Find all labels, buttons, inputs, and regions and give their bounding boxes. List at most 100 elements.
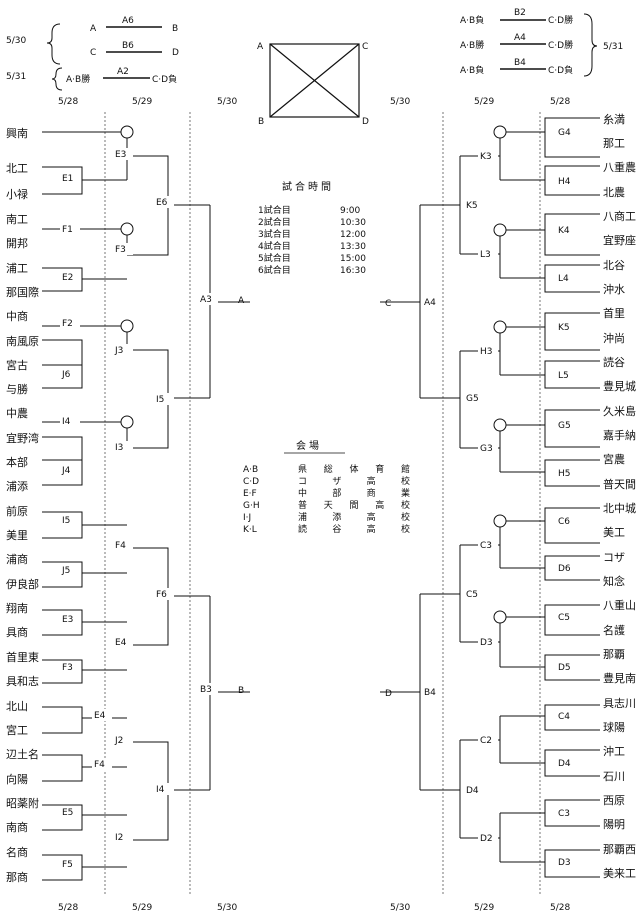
left-code-r1-4: F2 (62, 319, 73, 329)
left-code-r1-12: E4 (94, 711, 106, 721)
header-right-r3-l: A·B負 (460, 64, 484, 76)
left-team-5: 開邦 (6, 237, 28, 250)
left-code-bg-r2-4 (113, 441, 133, 453)
left-code-bg-r4-1 (198, 293, 218, 305)
header-right-date: 5/31 (603, 42, 623, 52)
left-code-bg-r1-3 (60, 271, 80, 283)
left-code-bg-r1-10 (60, 613, 80, 625)
right-code-r1-5: K5 (558, 323, 570, 333)
right-code-r1-14: D4 (558, 759, 571, 769)
left-code-r1-1: E1 (62, 174, 73, 184)
right-code-bg-r2-7 (478, 734, 498, 746)
left-team-24: 北山 (6, 700, 28, 713)
left-code-bg-r1-8 (60, 514, 80, 526)
right-code-r1-3: K4 (558, 226, 570, 236)
right-code-bg-r1-1 (556, 126, 576, 138)
right-code-bg-r4-1 (422, 296, 442, 308)
venue-row-3-name: 中部商業 (298, 487, 410, 499)
right-team-17: 北中城 (603, 502, 636, 515)
left-team-26: 辺土名 (6, 747, 39, 761)
left-code-r3-2: I5 (156, 395, 164, 405)
left-code-bg-r3-3 (154, 588, 174, 600)
header-right-r1-r: C·D勝 (548, 14, 573, 26)
schedule-row-6-time: 16:30 (340, 266, 366, 276)
venue-row-3-key: E·F (243, 489, 257, 499)
left-team-29: 南商 (6, 820, 28, 834)
header-right-r2-l: A·B勝 (460, 39, 484, 51)
venues-title: 会場 (296, 439, 322, 452)
right-code-r1-7: G5 (558, 421, 571, 431)
right-team-23: 那覇 (603, 648, 625, 661)
right-team-12: 豊見城 (603, 380, 636, 393)
right-code-bg-r2-6 (478, 636, 498, 648)
right-team-2: 那工 (603, 137, 625, 150)
left-team-7: 那国際 (6, 286, 39, 299)
day-left-bottom-28: 5/28 (58, 903, 78, 913)
right-team-6: 宜野座 (603, 233, 636, 247)
right-code-bg-r3-4 (464, 784, 484, 796)
day-left-top-30: 5/30 (217, 97, 237, 107)
match-schedule: 試合時間 1試合目 9:00 2試合目 10:30 3試合目 12:00 4試合… (258, 180, 366, 276)
left-code-bg-r2-1 (113, 148, 133, 160)
left-code-r4-1: A3 (200, 295, 212, 305)
left-team-16: 前原 (6, 504, 28, 518)
left-code-r1-6: I4 (62, 417, 71, 427)
left-team-6: 浦工 (6, 262, 28, 275)
right-code-r1-15: C3 (558, 809, 570, 819)
venue-row-2-name: コザ高校 (298, 475, 410, 487)
left-code-bg-r3-1 (154, 196, 174, 208)
schedule-row-4-key: 4試合目 (258, 240, 291, 252)
day-separators (104, 112, 541, 895)
left-code-bg-r1-9 (60, 564, 80, 576)
left-code-bg-r1-5 (60, 368, 80, 380)
left-code-r3-1: E6 (156, 198, 168, 208)
left-code-r1-2: F1 (62, 225, 73, 235)
schedule-row-3-key: 3試合目 (258, 228, 291, 240)
left-code-r1-5: J6 (61, 370, 71, 380)
right-team-13: 久米島 (603, 404, 636, 418)
left-code-r1-3: E2 (62, 273, 73, 283)
left-code-r1-15: F5 (62, 860, 73, 870)
left-code-r1-10: E3 (62, 615, 73, 625)
venue-row-6-name: 読谷高校 (298, 523, 410, 535)
right-code-r2-7: C2 (480, 736, 492, 746)
right-team-21: 八重山 (603, 598, 636, 612)
schedule-row-2-key: 2試合目 (258, 216, 291, 228)
day-right-top-28: 5/28 (550, 97, 570, 107)
right-team-18: 美工 (603, 526, 625, 539)
left-code-bg-r1-13 (92, 758, 112, 770)
right-code-bg-r2-1 (478, 150, 498, 162)
schedule-row-1-key: 1試合目 (258, 204, 291, 216)
left-team-13: 宜野湾 (6, 431, 39, 445)
right-seed-circles (493, 125, 507, 624)
day-left-top-28: 5/28 (58, 97, 78, 107)
schedule-title: 試合時間 (282, 180, 334, 193)
left-code-bg-r1-7 (60, 464, 80, 476)
left-code-bg-r3-2 (154, 393, 174, 405)
left-team-12: 中農 (6, 406, 28, 420)
left-code-r2-1: E3 (115, 150, 126, 160)
left-team-10: 宮古 (6, 358, 28, 372)
header-left-r3-code: A2 (117, 67, 129, 77)
right-code-r1-6: L5 (558, 371, 569, 381)
venue-box-a: A (257, 42, 264, 52)
day-left-bottom-29: 5/29 (132, 903, 152, 913)
left-code-bg-r2-8 (113, 831, 133, 843)
left-code-r3-3: F6 (156, 590, 167, 600)
left-team-4: 南工 (6, 213, 28, 226)
venue-row-1-key: A·B (243, 465, 258, 475)
right-team-28: 石川 (603, 770, 625, 783)
right-team-30: 陽明 (603, 818, 625, 831)
day-labels: 5/28 5/29 5/30 5/30 5/29 5/28 5/28 5/29 … (58, 97, 570, 913)
right-code-bg-r1-3 (556, 224, 576, 236)
header-left-r2-r: D (172, 48, 179, 58)
schedule-rows: 1試合目 9:00 2試合目 10:30 3試合目 12:00 4試合目 13:… (258, 204, 366, 276)
right-team-29: 西原 (603, 794, 625, 807)
header-left-brace (46, 23, 61, 65)
left-code-r1-14: E5 (62, 808, 73, 818)
schedule-row-5-time: 15:00 (340, 254, 366, 264)
right-team-24: 豊見南 (603, 672, 636, 685)
left-code-r1-8: I5 (62, 516, 70, 526)
right-code-bg-r1-9 (556, 515, 576, 527)
